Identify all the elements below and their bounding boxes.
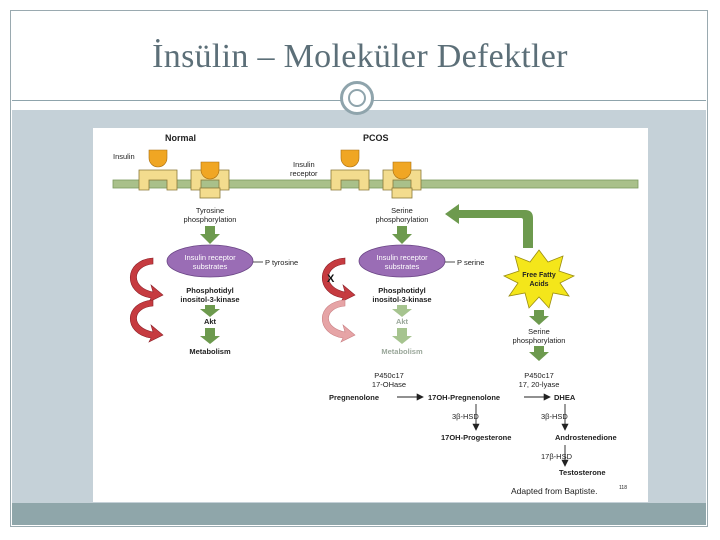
irs-pcos-line2: substrates (385, 262, 420, 271)
red-curved-arrow-normal-2 (129, 299, 164, 343)
serine-phosphorylation-b-line2: phosphorylation (513, 336, 566, 345)
pi3k-pcos-line2: inositol-3-kinase (372, 295, 431, 304)
divider-circle-inner (348, 89, 366, 107)
pi3k-normal-line2: inositol-3-kinase (180, 295, 239, 304)
green-arrow-pcos-1 (392, 226, 412, 244)
ffa-line1: Free Fatty (522, 272, 556, 279)
green-arrow-normal-1 (200, 226, 220, 244)
p-serine-label: P serine (457, 258, 484, 267)
irs-oval-pcos (358, 244, 446, 278)
serine-phosphorylation-line2: phosphorylation (376, 215, 429, 224)
3b-hsd-b: 3β-HSD (541, 412, 568, 421)
irs-normal-line1: Insulin receptor (184, 253, 236, 262)
free-fatty-acids-starburst (502, 249, 576, 309)
pi3k-normal-line1: Phosphotidyl (186, 286, 234, 295)
insulin-receptor-label-line2: receptor (290, 169, 318, 178)
3b-hsd-a: 3β-HSD (452, 412, 479, 421)
irs-normal-line2: substrates (193, 262, 228, 271)
akt-pcos: Akt (396, 317, 409, 326)
slide-title: İnsülin – Moleküler Defektler (152, 38, 568, 75)
serine-phosphorylation-b-line1: Serine (528, 327, 550, 336)
pcos-header: PCOS (363, 133, 389, 143)
insulin-molecule-pcos-1 (340, 149, 360, 168)
receptor-normal-1 (138, 169, 178, 191)
p450-a-line2: 17-OHase (372, 380, 406, 389)
p-tyrosine-label: P tyrosine (265, 258, 298, 267)
metabolism-pcos: Metabolism (381, 347, 423, 356)
17oh-pregnenolone: 17OH-Pregnenolone (428, 393, 500, 402)
receptor-pcos-1 (330, 169, 370, 191)
serine-phosphorylation-line1: Serine (391, 206, 413, 215)
p450-b-line2: 17, 20-lyase (519, 380, 560, 389)
block-x-mark: X (327, 273, 335, 285)
17oh-progesterone: 17OH-Progesterone (441, 433, 511, 442)
irs-pcos-line1: Insulin receptor (376, 253, 428, 262)
green-arrow-normal-2 (200, 305, 220, 317)
receptor-pcos-2 (382, 169, 422, 191)
green-arrow-pcos-3 (392, 328, 412, 344)
receptor-normal-intracellular (199, 187, 221, 199)
androstenedione: Androstenedione (555, 433, 617, 442)
green-arrow-serine-down (529, 346, 549, 361)
insulin-molecule-normal-2 (200, 161, 220, 180)
metabolism-normal: Metabolism (189, 347, 231, 356)
credit-ref: 118 (619, 485, 627, 491)
p450-a-line1: P450c17 (374, 371, 404, 380)
pregnenolone: Pregnenolone (329, 393, 379, 402)
17b-hsd: 17β-HSD (541, 452, 573, 461)
insulin-label: Insulin (113, 152, 135, 161)
pathway-figure: Normal PCOS Insulin Insulin receptor Tyr… (93, 128, 648, 502)
dhea: DHEA (554, 393, 576, 402)
insulin-receptor-label-line1: Insulin (293, 160, 315, 169)
pi3k-pcos-line1: Phosphotidyl (378, 286, 426, 295)
cell-membrane (112, 179, 639, 189)
insulin-molecule-pcos-2 (392, 161, 412, 180)
irs-oval-normal (166, 244, 254, 278)
pathway-diagram: Normal PCOS Insulin Insulin receptor Tyr… (112, 133, 639, 496)
credit-text: Adapted from Baptiste. (511, 486, 597, 496)
ffa-line2: Acids (529, 281, 548, 288)
tyrosine-phosphorylation-line2: phosphorylation (184, 215, 237, 224)
akt-normal: Akt (204, 317, 217, 326)
green-arrow-ffa-down (529, 310, 549, 325)
receptor-pcos-intracellular (391, 187, 413, 199)
ffa-feedback-arrow (445, 204, 533, 248)
p450-b-line1: P450c17 (524, 371, 554, 380)
red-curved-arrow-normal-1 (129, 257, 164, 303)
footer-bar (12, 503, 706, 525)
normal-header: Normal (165, 133, 196, 143)
divider-circle-ornament (340, 81, 374, 115)
receptor-normal-2 (190, 169, 230, 191)
tyrosine-phosphorylation-line1: Tyrosine (196, 206, 224, 215)
red-curved-arrow-pcos-2-faded (321, 299, 356, 343)
green-arrow-normal-3 (200, 328, 220, 344)
insulin-molecule-normal-1 (148, 149, 168, 168)
slide-frame (10, 10, 708, 527)
green-arrow-pcos-2 (392, 305, 412, 317)
testosterone: Testosterone (559, 468, 606, 477)
